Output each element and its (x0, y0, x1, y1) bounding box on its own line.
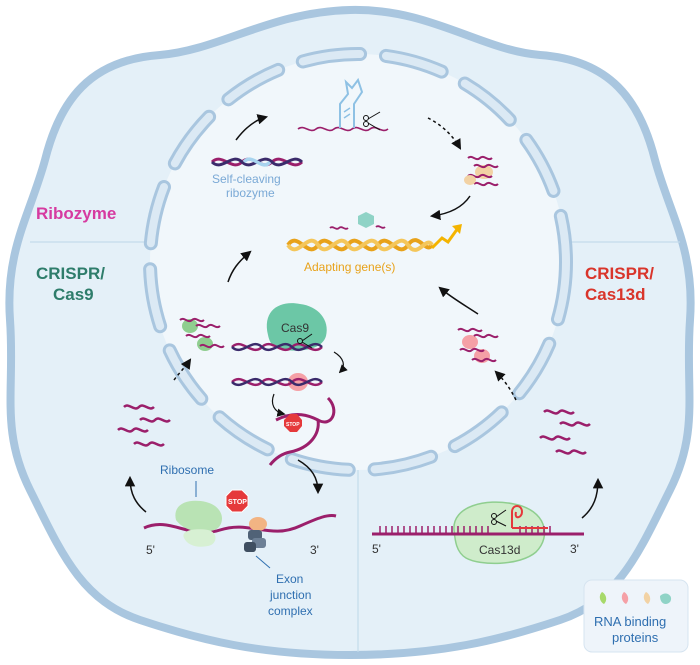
exon-label-2: junction (269, 588, 311, 602)
ribosome (175, 500, 222, 547)
ribozyme-title: Ribozyme (36, 204, 116, 223)
stop-sign-label: STOP (228, 499, 247, 506)
cas9-stop-rna (268, 396, 336, 466)
cas13d-protein (372, 501, 584, 565)
cytoplasm-rna-right (539, 409, 591, 455)
cas13-title-line2: Cas13d (585, 285, 645, 304)
three-prime-right: 3' (570, 542, 579, 556)
cas13-title-line1: CRISPR/ (585, 264, 654, 283)
exon-label-1: Exon (276, 572, 303, 586)
arrow-cas13-up (438, 286, 479, 315)
arrow-cas9-up (227, 250, 252, 283)
five-prime-right: 5' (372, 542, 381, 556)
cas9-edited-dna (231, 373, 323, 391)
arrow-mrna-down (297, 459, 324, 495)
exon-pointer (255, 555, 271, 569)
self-cleaving-label-1: Self-cleaving (212, 172, 281, 186)
cas9-label: Cas9 (281, 321, 309, 335)
five-prime-left: 5' (146, 543, 155, 557)
arrow-mrna-up-left (124, 475, 147, 513)
exon-junction-complex (244, 517, 267, 552)
exon-label-3: complex (268, 604, 313, 618)
cas9-title-line2: Cas9 (53, 285, 94, 304)
ribosome-label: Ribosome (160, 463, 214, 477)
arrow-cas13-dashed (494, 370, 517, 401)
legend-line-2: proteins (612, 630, 659, 645)
cas9-rna-products (179, 317, 225, 351)
stop-sign (225, 489, 249, 513)
cas13-rna-products (457, 327, 499, 363)
arrow-ribozyme-up (235, 114, 269, 141)
three-prime-left: 3' (310, 543, 319, 557)
legend-line-1: RNA binding (594, 614, 666, 629)
arrow-cas9-edit (271, 393, 286, 417)
nucleus (143, 47, 573, 477)
ribozyme-rna-products (464, 155, 499, 187)
arrow-cas13-rna-up (581, 477, 604, 519)
arrow-ribozyme-down (429, 195, 471, 221)
ribozyme-dna (210, 157, 304, 167)
cas9-title-line1: CRISPR/ (36, 264, 105, 283)
legend-box (583, 579, 689, 653)
cytoplasm-rna-left (117, 404, 171, 447)
adapting-genes-dna (286, 212, 462, 252)
cas9-protein (231, 303, 327, 352)
cas13d-label: Cas13d (479, 543, 520, 557)
ribozyme-cleavage (297, 77, 389, 132)
arrow-cas9-dashed (173, 358, 192, 381)
adapting-genes-label: Adapting gene(s) (304, 260, 395, 274)
self-cleaving-label-2: ribozyme (226, 186, 275, 200)
arrow-cas9-small (333, 351, 348, 374)
stop-small-label: STOP (286, 422, 300, 428)
